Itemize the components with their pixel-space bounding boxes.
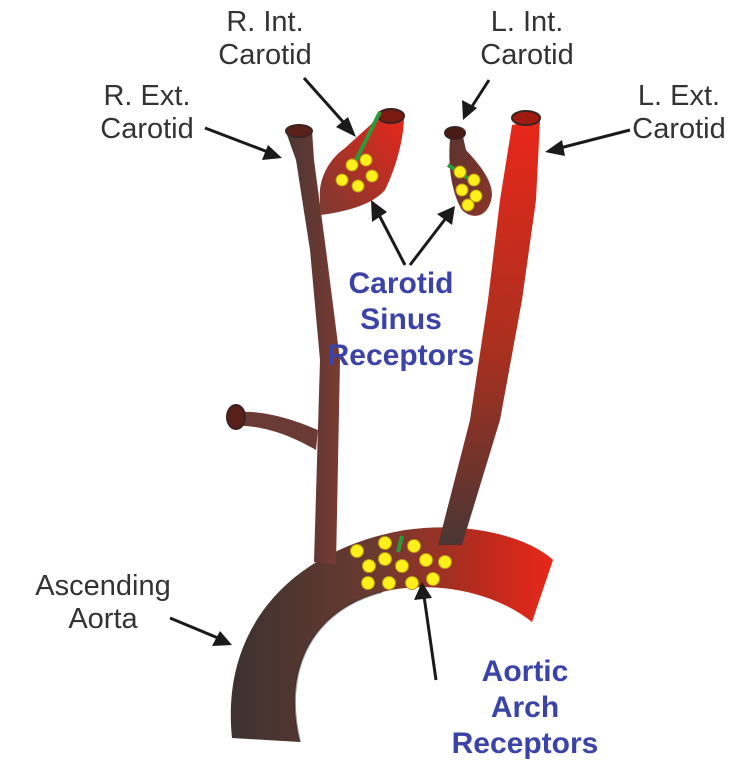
receptor-dot	[336, 174, 348, 186]
right-carotid-sinus	[320, 116, 404, 215]
label-line: Carotid	[462, 39, 592, 72]
arrowhead	[371, 200, 387, 222]
receptor-dot	[406, 577, 419, 590]
arrow-r-int-carotid	[304, 78, 345, 124]
receptor-dot	[468, 174, 480, 186]
label-l-ext-carotid: L. Ext. Carotid	[614, 80, 744, 146]
arrow-r-ext-carotid	[205, 128, 268, 152]
arrow-sinus-right	[410, 218, 446, 265]
label-line: Aortic	[440, 654, 610, 690]
label-aortic-arch-receptors: Aortic Arch Receptors	[440, 654, 610, 761]
receptor-dot	[396, 560, 409, 573]
label-line: L. Ext.	[614, 80, 744, 113]
label-r-int-carotid: R. Int. Carotid	[200, 6, 330, 72]
arrowhead	[437, 206, 455, 225]
label-r-ext-carotid: R. Ext. Carotid	[82, 80, 212, 146]
receptor-dot	[362, 577, 375, 590]
right-branch-opening	[227, 405, 245, 429]
label-line: Sinus	[316, 302, 486, 338]
receptor-dot	[383, 577, 396, 590]
arrowhead	[212, 631, 232, 646]
right-int-carotid-opening	[378, 109, 404, 123]
receptor-dot	[351, 545, 364, 558]
receptor-dot	[456, 184, 468, 196]
receptor-dot	[462, 199, 474, 211]
receptor-dot	[363, 560, 376, 573]
arrowhead	[262, 145, 282, 160]
right-ext-carotid-opening	[286, 125, 312, 137]
arrowhead	[545, 140, 565, 156]
label-line: Receptors	[316, 338, 486, 374]
label-line: Receptors	[440, 726, 610, 761]
label-line: Carotid	[200, 39, 330, 72]
receptor-dot	[420, 554, 433, 567]
arrow-sinus-left	[378, 213, 405, 265]
arrow-aortic-arch	[424, 596, 436, 680]
label-carotid-sinus-receptors: Carotid Sinus Receptors	[316, 266, 486, 374]
receptor-dot	[379, 537, 392, 550]
label-line: Ascending	[18, 570, 188, 603]
label-ascending-aorta: Ascending Aorta	[18, 570, 188, 636]
label-line: Carotid	[82, 113, 212, 146]
left-int-carotid-opening	[445, 127, 465, 139]
label-l-int-carotid: L. Int. Carotid	[462, 6, 592, 72]
receptor-dot	[352, 180, 364, 192]
pointer-arrows	[170, 78, 630, 680]
receptor-dot	[366, 170, 378, 182]
label-line: Aorta	[18, 603, 188, 636]
receptor-dot	[408, 540, 421, 553]
receptor-dot	[427, 573, 440, 586]
label-line: R. Ext.	[82, 80, 212, 113]
receptor-dot	[439, 556, 452, 569]
label-line: Carotid	[614, 113, 744, 146]
label-line: R. Int.	[200, 6, 330, 39]
label-line: L. Int.	[462, 6, 592, 39]
receptor-dot	[379, 553, 392, 566]
receptor-dot	[454, 166, 466, 178]
arrowhead	[336, 117, 356, 137]
label-line: Arch	[440, 690, 610, 726]
receptor-dot	[360, 154, 372, 166]
receptor-dot	[346, 159, 358, 171]
left-ext-carotid-opening	[512, 111, 540, 125]
arrow-l-int-carotid	[471, 80, 489, 108]
label-line: Carotid	[316, 266, 486, 302]
